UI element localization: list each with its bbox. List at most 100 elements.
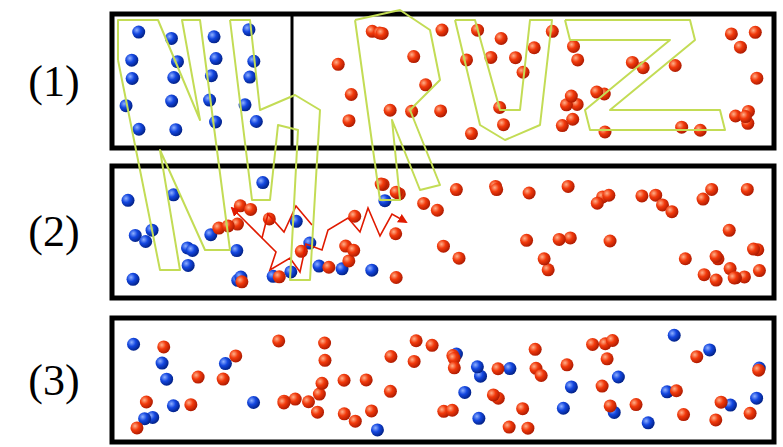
- red-particle: [560, 358, 573, 371]
- red-particle: [277, 396, 290, 409]
- red-particle: [635, 189, 648, 202]
- panel-number: (3): [28, 359, 79, 403]
- red-particle: [332, 58, 345, 71]
- red-particle: [528, 41, 541, 54]
- panel-number: (1): [28, 60, 79, 104]
- red-particle: [715, 396, 728, 409]
- red-particle: [376, 27, 389, 40]
- red-particle: [710, 250, 723, 263]
- blue-particle: [668, 329, 681, 342]
- watermark-stroke: [230, 20, 320, 280]
- red-particle: [490, 183, 503, 196]
- red-particle: [538, 252, 551, 265]
- random-walk-branch: [232, 208, 262, 238]
- red-particle: [567, 40, 580, 53]
- container-2: [112, 166, 774, 298]
- blue-particle: [186, 244, 199, 257]
- red-particle: [390, 186, 403, 199]
- red-particle: [598, 125, 611, 138]
- red-particle: [665, 205, 678, 218]
- red-particle: [410, 334, 423, 347]
- red-particle: [390, 271, 403, 284]
- blue-particle: [165, 95, 178, 108]
- red-particle: [365, 404, 378, 417]
- red-particle: [446, 404, 459, 417]
- blue-particle: [642, 416, 655, 429]
- red-particle: [710, 274, 723, 287]
- watermark-stroke: [455, 20, 552, 140]
- red-particle: [591, 197, 604, 210]
- red-particle: [465, 127, 478, 140]
- red-particle: [679, 252, 692, 265]
- red-particle: [349, 415, 362, 428]
- red-particle: [750, 72, 763, 85]
- red-particle: [130, 421, 143, 434]
- red-particle: [516, 402, 529, 415]
- red-particle: [417, 197, 430, 210]
- red-particle: [747, 243, 760, 256]
- red-particle: [384, 385, 397, 398]
- red-particle: [564, 231, 577, 244]
- red-particle: [521, 422, 534, 435]
- red-particle: [601, 352, 614, 365]
- red-particle: [495, 32, 508, 45]
- blue-particle: [127, 273, 140, 286]
- red-particle: [273, 270, 286, 283]
- red-particle: [235, 275, 248, 288]
- blue-particle: [160, 373, 173, 386]
- blue-particle: [230, 244, 243, 257]
- red-particle: [705, 183, 718, 196]
- red-particle: [453, 252, 466, 265]
- red-particle: [509, 51, 522, 64]
- red-particle: [734, 41, 747, 54]
- red-particle: [408, 355, 421, 368]
- red-particle: [562, 180, 575, 193]
- red-particle: [677, 408, 690, 421]
- red-particle: [311, 406, 324, 419]
- red-particle: [752, 364, 765, 377]
- red-particle: [448, 361, 461, 374]
- red-particle: [690, 350, 703, 363]
- container-3: [112, 318, 774, 442]
- blue-particle: [371, 423, 384, 436]
- red-particle: [571, 53, 584, 66]
- watermark-stroke: [565, 20, 725, 130]
- red-particle: [272, 334, 285, 347]
- red-particle: [604, 234, 617, 247]
- red-particle: [698, 268, 711, 281]
- blue-particle: [472, 412, 485, 425]
- red-particle: [670, 384, 683, 397]
- red-particle: [229, 349, 242, 362]
- red-particle: [184, 398, 197, 411]
- red-particle: [492, 362, 505, 375]
- red-particle: [565, 90, 578, 103]
- blue-particle: [242, 23, 255, 36]
- random-walk-path: [262, 206, 406, 272]
- blue-particle: [247, 396, 260, 409]
- red-particle: [342, 114, 355, 127]
- particles: [120, 23, 766, 436]
- blue-particle: [127, 338, 140, 351]
- red-particle: [217, 373, 230, 386]
- blue-particle: [208, 30, 221, 43]
- red-particle: [384, 104, 397, 117]
- red-particle: [529, 343, 542, 356]
- red-particle: [434, 104, 447, 117]
- panel-number: (2): [28, 210, 79, 254]
- red-particle: [728, 272, 741, 285]
- red-particle: [709, 413, 722, 426]
- container-walls: [112, 14, 774, 442]
- watermark-outline: [118, 10, 725, 280]
- red-particle: [302, 395, 315, 408]
- blue-particle: [132, 26, 145, 39]
- red-particle: [697, 193, 710, 206]
- blue-particle: [169, 123, 182, 136]
- blue-particle: [243, 71, 256, 84]
- red-particle: [407, 50, 420, 63]
- red-particle: [347, 244, 360, 257]
- red-particle: [586, 338, 599, 351]
- red-particle: [675, 121, 688, 134]
- red-particle: [553, 233, 566, 246]
